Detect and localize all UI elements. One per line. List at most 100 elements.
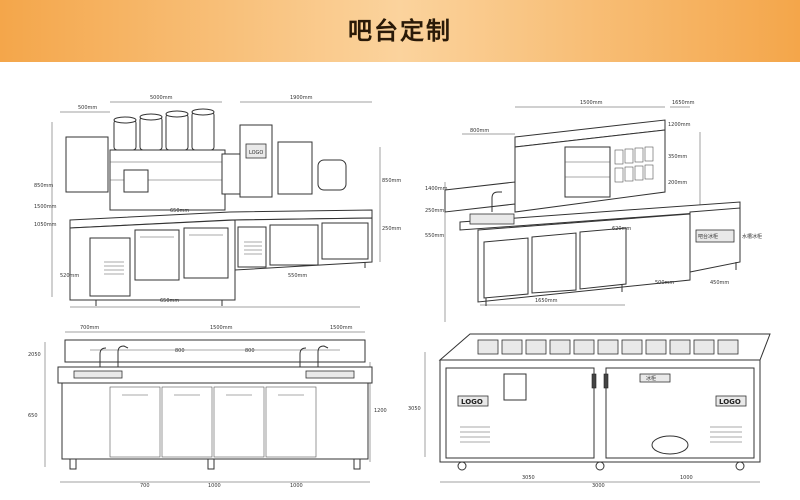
dim-label: 5000mm	[150, 95, 173, 101]
dim-label: 1500mm	[210, 325, 233, 331]
drawings-canvas: LOGO 5000mm 500mm 1900mm 850mm	[28, 95, 771, 489]
dim-label: 1650mm	[535, 298, 558, 304]
faucet	[117, 345, 129, 367]
dim-label: 520mm	[60, 273, 79, 279]
cabinet-door	[531, 232, 577, 294]
boiler-lid	[191, 108, 215, 116]
boiler	[191, 111, 215, 151]
low-counter-back	[444, 181, 516, 213]
boiler	[113, 119, 137, 151]
boiler-lid	[165, 110, 189, 118]
faucet	[299, 347, 307, 367]
freezer-label: 冰柜	[646, 375, 656, 382]
dim-label: 1500mm	[34, 204, 57, 210]
small-machine	[123, 169, 149, 193]
dim-label: 1400mm	[425, 186, 448, 192]
dim-label: 700mm	[80, 325, 99, 331]
dim-label: 250mm	[425, 208, 444, 214]
freezer-plate	[695, 229, 735, 243]
dim-label: 650	[28, 413, 38, 419]
ice-machine	[239, 124, 273, 198]
caster-wheel	[457, 461, 467, 471]
dim-label: 250mm	[382, 226, 401, 232]
dim-label: 500mm	[78, 105, 97, 111]
logo-plate	[457, 395, 489, 407]
cabinet-door	[483, 237, 529, 299]
dim-label: 650mm	[170, 208, 189, 214]
dim-label: 650mm	[160, 298, 179, 304]
dim-label: 450mm	[710, 280, 729, 286]
cabinet-doors	[109, 386, 317, 458]
coffee-machine	[277, 141, 313, 195]
panel-salad-freezer: LOGO 冰柜 LOGO 3050 3050 3000 1000	[408, 333, 771, 489]
panel-l-counter: 吧台冰柜 水槽冰柜 1500mm 1650mm 800mm 1200mm 350…	[425, 100, 762, 322]
cabinet-door	[321, 222, 369, 260]
logo-plate-label: LOGO	[719, 398, 741, 406]
shelf-cubby	[564, 146, 611, 198]
freezer-plate-label: 吧台冰柜	[698, 233, 718, 240]
caster-wheel	[735, 461, 745, 471]
dim-label: 1200mm	[668, 122, 691, 128]
cup-rack	[614, 146, 654, 183]
panel-front-elevation: 700mm 1500mm 1500mm 800 800 2050 650 120…	[28, 325, 387, 489]
dim-label: 1500mm	[330, 325, 353, 331]
cabinet-door	[237, 226, 267, 268]
dim-label: 1900mm	[290, 95, 313, 101]
dim-label: 1050mm	[34, 222, 57, 228]
dim-label: 1000	[208, 483, 221, 489]
side-machine	[221, 153, 241, 195]
leg	[353, 458, 361, 470]
dim-label: 350mm	[668, 154, 687, 160]
freezer-note: 水槽冰柜	[742, 233, 762, 240]
rice-cooker	[317, 159, 347, 191]
cabinet-door	[579, 227, 627, 290]
control-panel	[503, 373, 527, 401]
glass-door	[183, 227, 229, 279]
ingredient-pans	[477, 339, 739, 355]
dim-label: 550mm	[425, 233, 444, 239]
faucet	[99, 347, 107, 367]
dim-label: 1200	[374, 408, 387, 414]
boiler	[165, 113, 189, 151]
glass-door	[134, 229, 180, 281]
counter-body	[61, 382, 369, 460]
water-boilers	[113, 108, 215, 151]
door-handle	[603, 373, 609, 389]
dim-label: 2050	[28, 352, 41, 358]
logo-plate	[715, 395, 747, 407]
back-splash	[64, 339, 366, 363]
mascot-badge	[651, 435, 689, 455]
cabinet-door	[269, 224, 319, 266]
door-handle	[591, 373, 597, 389]
dim-label: 3050	[408, 406, 421, 412]
logo-plate-label: LOGO	[461, 398, 483, 406]
dim-label: 800	[245, 348, 255, 354]
faucet	[317, 345, 329, 367]
vent-grille	[104, 241, 262, 275]
machine-display	[245, 143, 267, 159]
sink	[73, 370, 123, 379]
dispenser-box	[65, 136, 109, 193]
freezer-label-plate	[639, 373, 671, 383]
boiler-lid	[139, 113, 163, 121]
boiler-lid	[113, 116, 137, 124]
dim-label: 850mm	[382, 178, 401, 184]
dim-label: 1650mm	[672, 100, 695, 106]
dim-label: 800mm	[470, 128, 489, 134]
dim-label: 550mm	[288, 273, 307, 279]
dim-label: 3050	[522, 475, 535, 481]
vent-grille	[460, 426, 742, 443]
leg	[207, 458, 215, 470]
dim-label: 500mm	[655, 280, 674, 286]
sink	[305, 370, 355, 379]
sink	[469, 213, 515, 225]
dim-label: 800	[175, 348, 185, 354]
leg	[69, 458, 77, 470]
boiler	[139, 116, 163, 151]
cabinet-door	[89, 237, 131, 297]
dim-label: 1000	[680, 475, 693, 481]
dim-label: 1500mm	[580, 100, 603, 106]
panel-bar-counter-boilers: LOGO 5000mm 500mm 1900mm 850mm	[34, 95, 401, 308]
page-title: 吧台定制	[348, 17, 452, 45]
dim-label: 850mm	[34, 183, 53, 189]
